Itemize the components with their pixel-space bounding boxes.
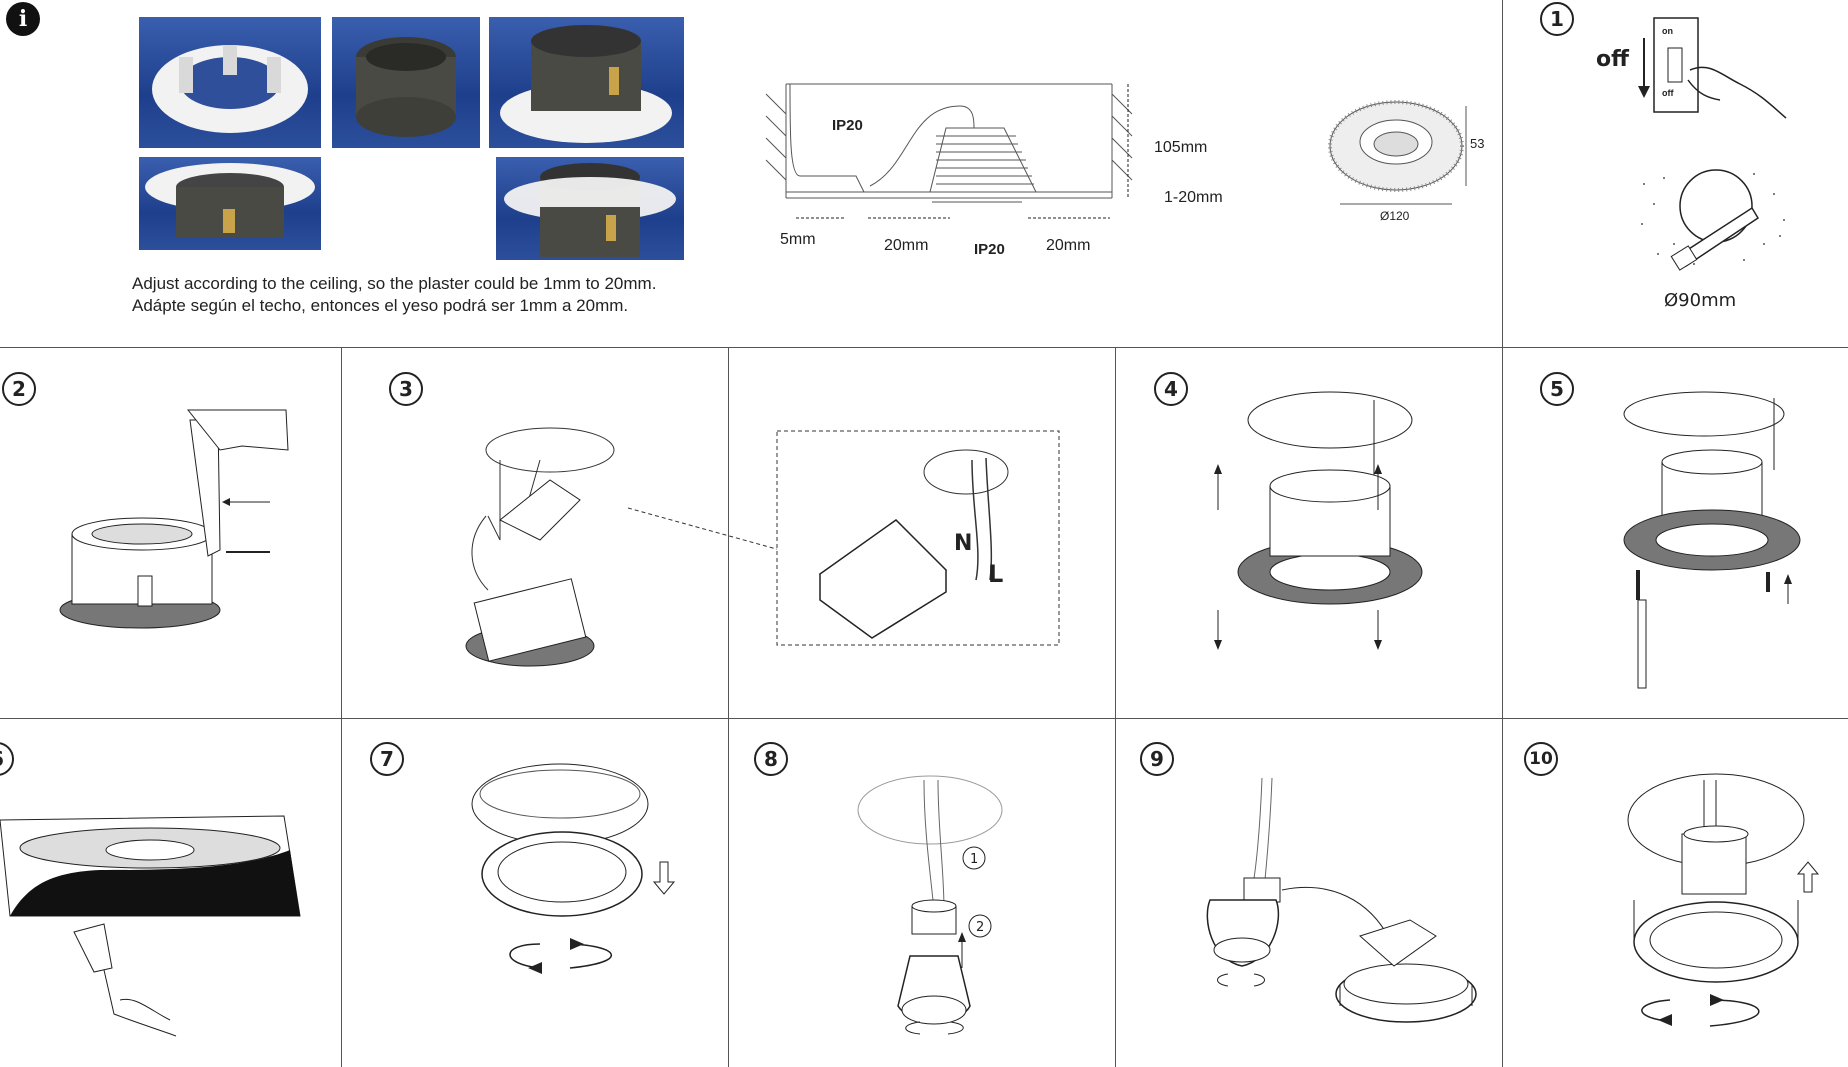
grid-line-vertical-2 bbox=[728, 347, 729, 1067]
label-clear-left: 20mm bbox=[884, 237, 928, 254]
step-8-sub-1: 1 bbox=[970, 852, 978, 867]
photo-plaster-ring bbox=[139, 17, 321, 148]
step-1-saw-drawing bbox=[1641, 169, 1785, 271]
step-1-switch-drawing: off on off bbox=[1596, 17, 1787, 119]
grid-line-vertical-right bbox=[1502, 0, 1503, 1067]
label-gap-left: 5mm bbox=[780, 231, 816, 248]
step-3-number: 3 bbox=[389, 372, 423, 406]
grid-line-vertical-1 bbox=[341, 347, 342, 1067]
step-7-drawing bbox=[471, 763, 676, 974]
label-ip20-bottom: IP20 bbox=[974, 241, 1005, 258]
step-5-drawing bbox=[1623, 391, 1801, 689]
step-10-number: 10 bbox=[1524, 742, 1558, 776]
note-english: Adjust according to the ceiling, so the … bbox=[132, 274, 657, 293]
label-switch-offmark: off bbox=[1662, 88, 1674, 98]
label-depth: 105mm bbox=[1154, 139, 1207, 156]
step-3-drawing bbox=[465, 427, 781, 667]
label-switch-off: off bbox=[1596, 47, 1630, 72]
step-5-number: 5 bbox=[1540, 372, 1574, 406]
label-switch-on: on bbox=[1662, 26, 1673, 36]
step-9-number: 9 bbox=[1140, 742, 1174, 776]
step-8-number: 8 bbox=[754, 742, 788, 776]
fixture-dimension-drawing: 53 Ø120 bbox=[1328, 100, 1484, 223]
step-8-sub-2: 2 bbox=[976, 920, 984, 935]
step-6-drawing bbox=[0, 815, 301, 1037]
label-ip20-top: IP20 bbox=[832, 117, 863, 134]
photo-assembled-top bbox=[489, 17, 684, 148]
label-cutout-diameter: Ø90mm bbox=[1664, 290, 1737, 311]
step-2-drawing bbox=[59, 409, 289, 629]
grid-line-horizontal-2 bbox=[0, 718, 1848, 719]
photo-assembled-front bbox=[496, 157, 684, 260]
grid-line-vertical-3 bbox=[1115, 347, 1116, 1067]
info-icon: i bbox=[6, 2, 40, 36]
step-3-detail-box: N L bbox=[776, 430, 1060, 646]
installation-section-diagram: IP20 IP20 105mm 1-20mm 5mm 20mm 20mm bbox=[765, 83, 1223, 258]
photo-sleeve bbox=[332, 17, 480, 148]
note-spanish: Adápte según el techo, entonces el yeso … bbox=[132, 296, 629, 315]
step-4-drawing bbox=[1214, 391, 1423, 650]
step-10-drawing bbox=[1627, 773, 1820, 1027]
label-clear-right: 20mm bbox=[1046, 237, 1090, 254]
label-live: L bbox=[988, 560, 1003, 588]
step-6-number: 6 bbox=[0, 742, 14, 776]
label-fixture-height: 53 bbox=[1470, 136, 1484, 151]
step-8-drawing: 1 2 bbox=[857, 775, 1003, 1035]
label-plaster: 1-20mm bbox=[1164, 189, 1223, 206]
step-7-number: 7 bbox=[370, 742, 404, 776]
grid-line-horizontal-1 bbox=[0, 347, 1848, 348]
step-1-number: 1 bbox=[1540, 2, 1574, 36]
step-4-number: 4 bbox=[1154, 372, 1188, 406]
photo-assembled-side bbox=[139, 157, 321, 250]
step-9-drawing bbox=[1206, 777, 1477, 1023]
step-2-number: 2 bbox=[2, 372, 36, 406]
label-neutral: N bbox=[954, 531, 972, 556]
label-fixture-diameter: Ø120 bbox=[1380, 209, 1410, 223]
